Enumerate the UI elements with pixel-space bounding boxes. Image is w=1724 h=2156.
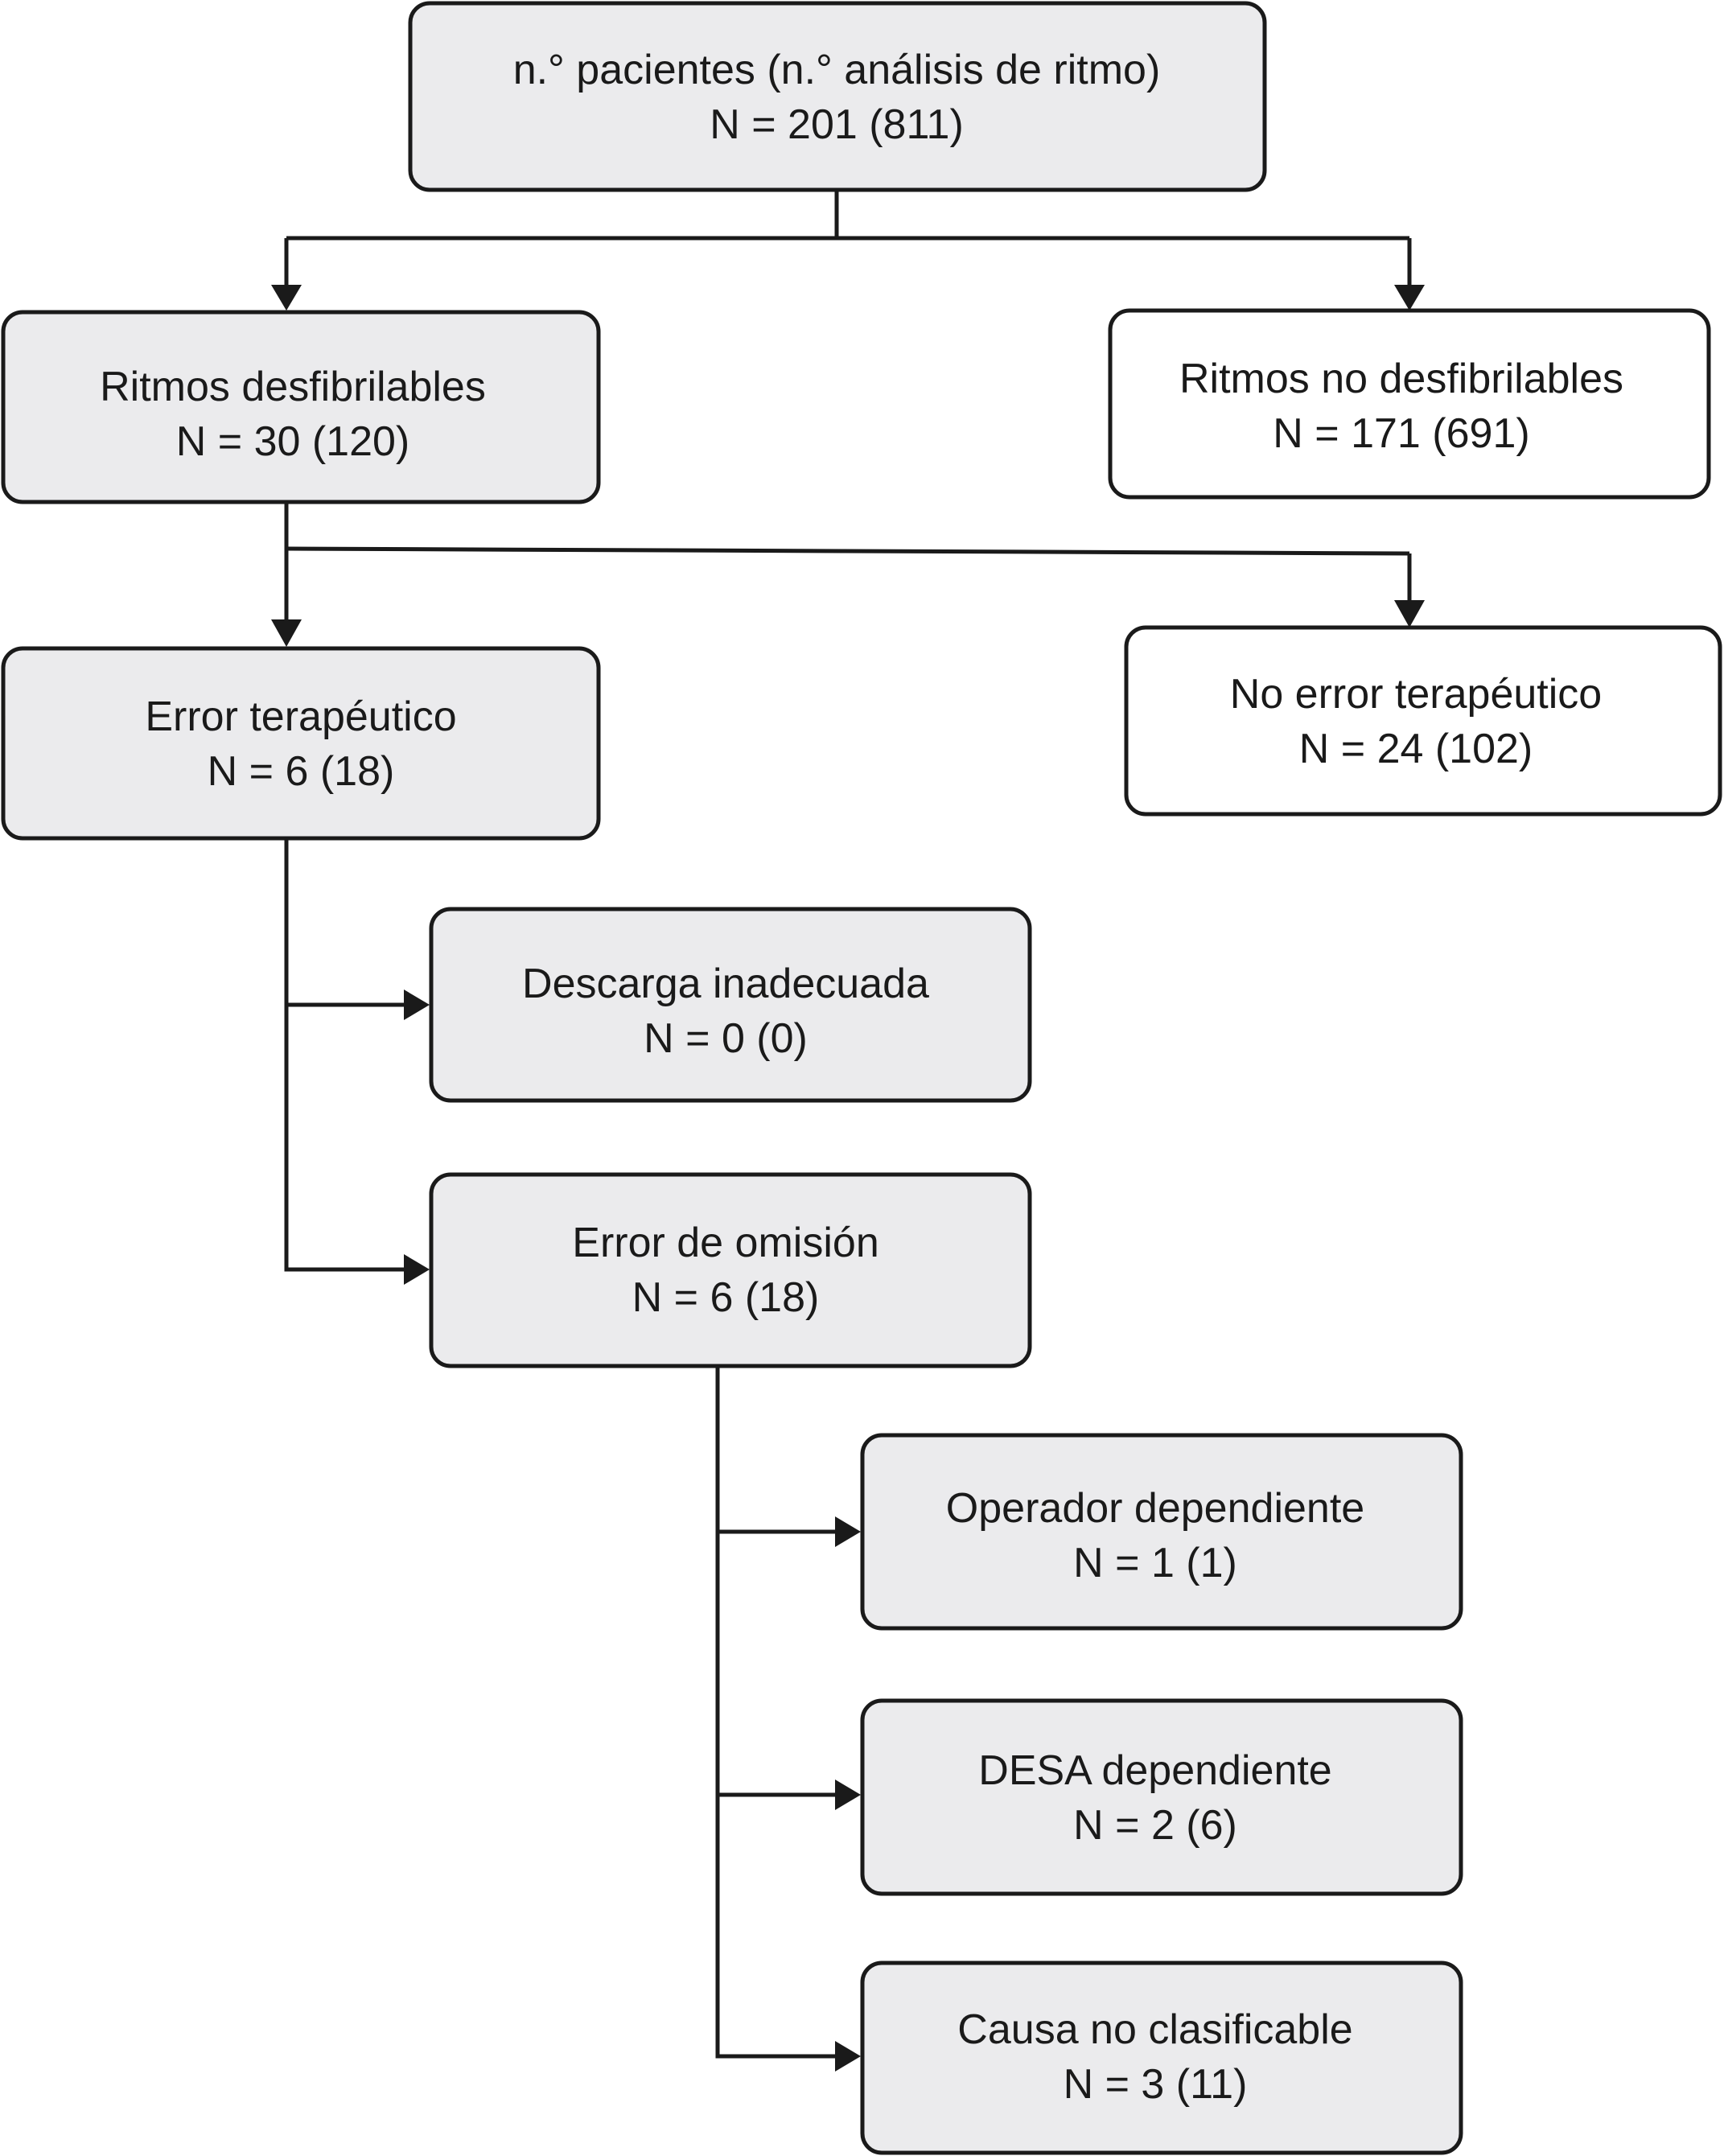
connectors [271, 190, 1425, 2072]
node-root-box [408, 1, 1267, 192]
node-root-count: N = 201 (811) [710, 101, 964, 148]
node-desa-count: N = 2 (6) [1073, 1802, 1237, 1849]
node-operador-box [860, 1433, 1463, 1631]
node-omision-count: N = 6 (18) [632, 1274, 820, 1321]
node-defib-label: Ritmos desfibrilables [100, 364, 486, 410]
node-error: Error terapéutico N = 6 (18) [1, 646, 601, 841]
connector-defib-split [286, 546, 1410, 556]
node-noerror-label: No error terapéutico [1230, 671, 1602, 718]
node-omision-label: Error de omisión [572, 1220, 878, 1266]
arrowhead-error [271, 619, 302, 647]
node-descarga-count: N = 0 (0) [644, 1015, 808, 1062]
node-nondefib-count: N = 171 (691) [1273, 410, 1529, 457]
node-operador-count: N = 1 (1) [1073, 1540, 1237, 1586]
node-causa-label: Causa no clasificable [957, 2006, 1352, 2053]
node-causa-box [860, 1961, 1463, 2155]
node-defib: Ritmos desfibrilables N = 30 (120) [1, 310, 601, 504]
node-defib-count: N = 30 (120) [176, 418, 410, 465]
node-descarga-label: Descarga inadecuada [522, 961, 929, 1007]
node-omision: Error de omisión N = 6 (18) [429, 1172, 1032, 1368]
node-noerror: No error terapéutico N = 24 (102) [1124, 625, 1722, 817]
node-error-count: N = 6 (18) [208, 748, 395, 795]
node-root: n.° pacientes (n.° análisis de ritmo) N … [408, 1, 1267, 192]
node-omision-box [429, 1172, 1032, 1368]
arrowhead-descarga [404, 990, 430, 1020]
node-noerror-box [1124, 625, 1722, 817]
node-nondefib-label: Ritmos no desfibrilables [1179, 356, 1623, 402]
arrowhead-noerror [1394, 600, 1425, 627]
connector-omision-trunk [715, 1366, 835, 2059]
node-nondefib-box [1108, 308, 1711, 500]
node-descarga-box [429, 907, 1032, 1103]
connector-error-trunk [284, 838, 404, 1272]
node-causa-count: N = 3 (11) [1064, 2061, 1248, 2108]
node-nondefib: Ritmos no desfibrilables N = 171 (691) [1108, 308, 1711, 500]
node-root-label: n.° pacientes (n.° análisis de ritmo) [513, 47, 1161, 93]
arrowhead-defib [271, 285, 302, 311]
node-operador: Operador dependiente N = 1 (1) [860, 1433, 1463, 1631]
node-error-label: Error terapéutico [145, 693, 456, 740]
node-desa-box [860, 1698, 1463, 1896]
arrowhead-operador [835, 1516, 861, 1547]
node-error-box [1, 646, 601, 841]
arrowhead-omision [404, 1254, 430, 1285]
node-defib-box [1, 310, 601, 504]
node-desa: DESA dependiente N = 2 (6) [860, 1698, 1463, 1896]
node-descarga: Descarga inadecuada N = 0 (0) [429, 907, 1032, 1103]
node-operador-label: Operador dependiente [946, 1485, 1364, 1532]
arrowhead-causa [835, 2041, 861, 2072]
arrowhead-desa [835, 1780, 861, 1810]
node-desa-label: DESA dependiente [978, 1747, 1331, 1794]
node-causa: Causa no clasificable N = 3 (11) [860, 1961, 1463, 2155]
arrowhead-nondefib [1394, 285, 1425, 311]
node-noerror-count: N = 24 (102) [1299, 726, 1533, 772]
